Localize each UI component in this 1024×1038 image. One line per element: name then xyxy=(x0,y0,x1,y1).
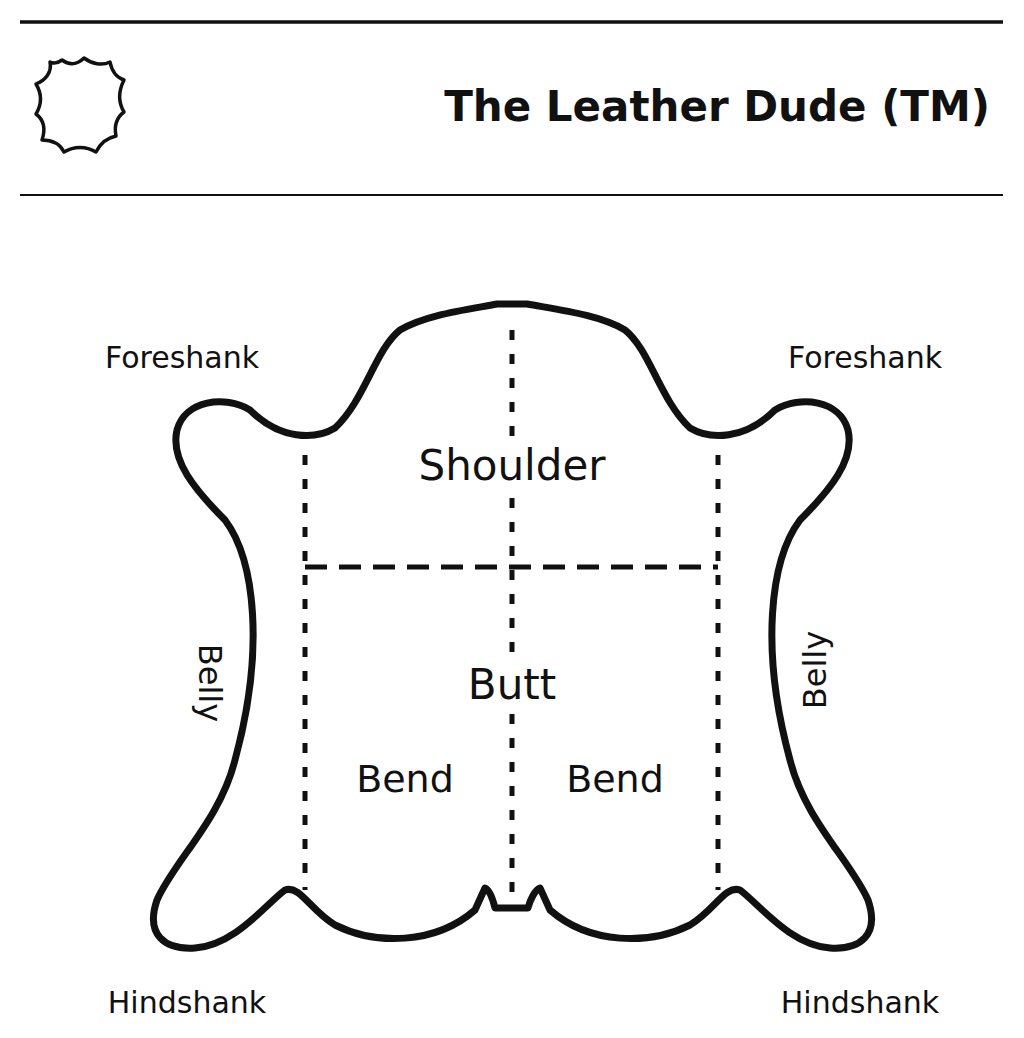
bend-label: Bend xyxy=(352,757,458,803)
foreshank-label: Foreshank xyxy=(101,340,263,377)
bend-label: Bend xyxy=(562,757,668,803)
hide-outline xyxy=(153,304,871,948)
header-rule xyxy=(20,20,1003,24)
belly-label: Belly xyxy=(796,627,835,713)
page-title: The Leather Dude (TM) xyxy=(444,84,990,130)
spine-line xyxy=(510,330,515,895)
belly-cut-line xyxy=(716,455,721,890)
butt-label: Butt xyxy=(464,660,560,710)
leather-icon xyxy=(36,58,124,152)
shoulder-label: Shoulder xyxy=(414,441,609,491)
hindshank-label: Hindshank xyxy=(104,985,270,1022)
belly-label: Belly xyxy=(191,640,230,726)
shoulder-cut-line xyxy=(305,565,718,570)
belly-cut-line xyxy=(303,455,308,890)
hindshank-label: Hindshank xyxy=(777,985,943,1022)
foreshank-label: Foreshank xyxy=(784,340,946,377)
header-rule xyxy=(20,194,1003,196)
